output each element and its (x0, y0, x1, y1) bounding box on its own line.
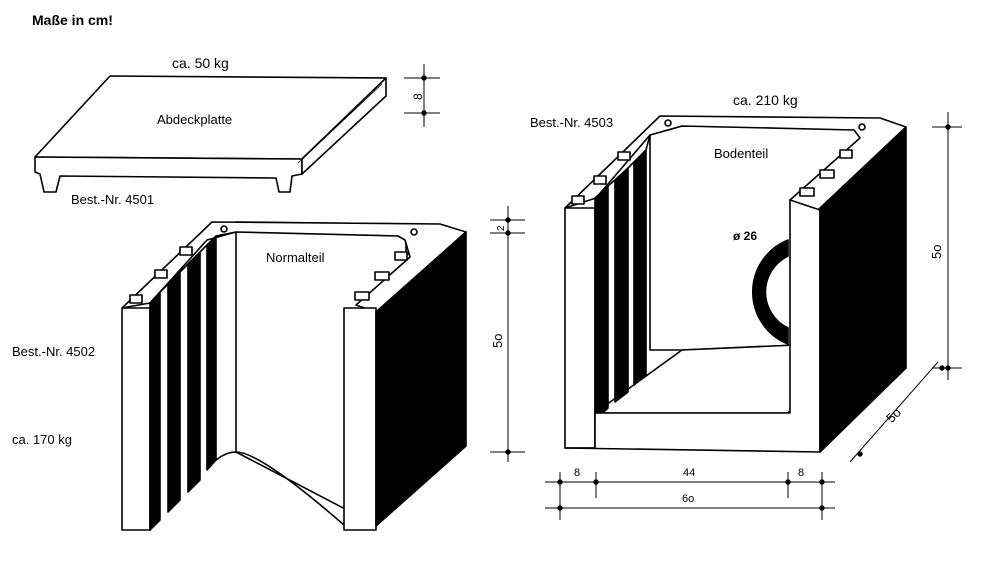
normal-height-dimension (490, 206, 525, 462)
dim-total-width: 6o (682, 493, 694, 505)
normal-part-order-number: Best.-Nr. 4502 (12, 344, 95, 359)
normal-part-name: Normalteil (266, 250, 325, 265)
cover-plate-drawing (34, 75, 387, 193)
bottom-width-dimension (545, 472, 835, 520)
bottom-part-order-number: Best.-Nr. 4503 (530, 115, 613, 130)
bottom-part-drawing (564, 115, 907, 453)
units-note: Maße in cm! (32, 12, 113, 28)
cover-thickness-dimension (404, 64, 440, 127)
cover-thickness-label: 8 (411, 93, 425, 100)
dim-left-wall: 8 (574, 467, 580, 479)
pipe-diameter-label: ø 26 (733, 229, 757, 243)
cover-plate-name: Abdeckplatte (157, 112, 232, 127)
bottom-part-weight: ca. 210 kg (733, 92, 798, 108)
dim-inner-width: 44 (683, 467, 695, 479)
dim-right-wall: 8 (798, 467, 804, 479)
normal-part-weight: ca. 170 kg (12, 432, 72, 447)
cover-plate-order-number: Best.-Nr. 4501 (71, 192, 154, 207)
normal-height-label: 5o (490, 334, 505, 348)
normal-top-rim-label: 2 (496, 225, 507, 231)
bottom-height-dimension (849, 112, 962, 463)
normal-part-drawing (121, 221, 467, 531)
bottom-height-label: 5o (929, 245, 944, 259)
bottom-depth-label: 5o (883, 405, 904, 426)
bottom-part-name: Bodenteil (714, 146, 768, 161)
cover-plate-weight: ca. 50 kg (172, 55, 229, 71)
